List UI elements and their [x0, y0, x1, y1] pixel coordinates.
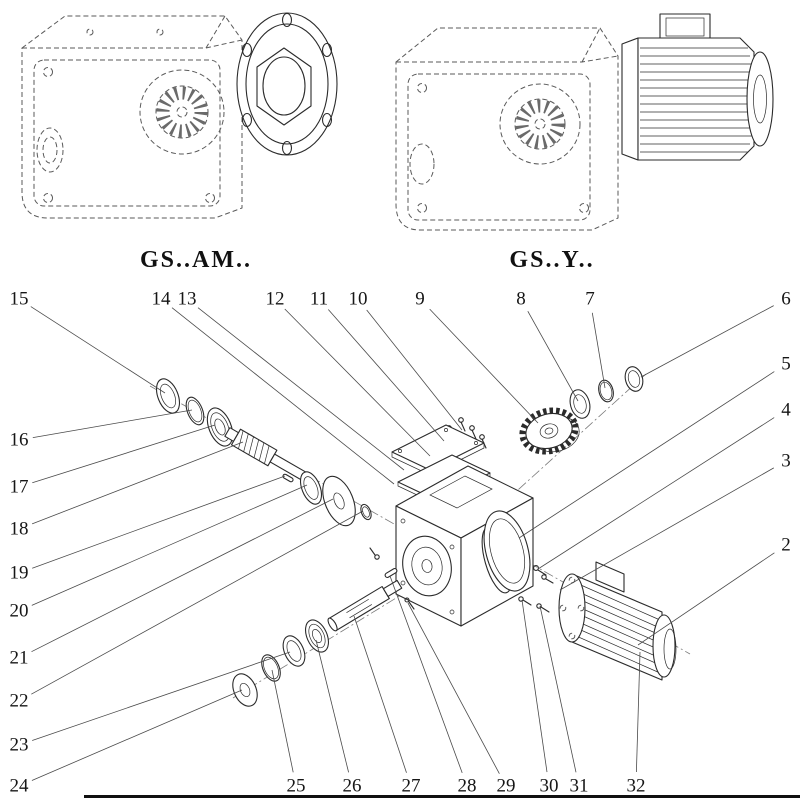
- leader-line-2: [637, 552, 775, 646]
- part-shim-disc: [322, 475, 356, 527]
- callout-16: 16: [9, 429, 29, 451]
- leader-line-12: [284, 308, 431, 457]
- callout-6: 6: [781, 288, 791, 310]
- callout-13: 13: [177, 288, 197, 310]
- callout-26: 26: [342, 775, 362, 797]
- callout-23: 23: [9, 734, 29, 756]
- illustration-gearbox-y: [395, 13, 774, 231]
- leader-line-10: [366, 309, 463, 431]
- part-worm-shaft: [224, 427, 307, 481]
- callout-21: 21: [9, 647, 29, 669]
- part-motor: [558, 561, 677, 681]
- callout-31: 31: [569, 775, 589, 797]
- illustration-gearbox-am: [21, 12, 338, 219]
- callout-27: 27: [401, 775, 421, 797]
- leader-line-15: [30, 306, 166, 394]
- part-output-shaft: [327, 579, 403, 632]
- leader-line-30: [521, 599, 548, 773]
- callout-20: 20: [9, 600, 29, 622]
- leader-line-14: [171, 307, 395, 485]
- callout-12: 12: [265, 288, 285, 310]
- part-spacer-ring: [624, 366, 644, 392]
- leader-line-18: [31, 441, 244, 525]
- part-washer-output: [232, 673, 258, 707]
- callout-10: 10: [348, 288, 368, 310]
- leader-line-13: [197, 307, 405, 471]
- leader-line-6: [640, 305, 774, 378]
- leader-line-23: [32, 651, 291, 741]
- part-key-output: [384, 568, 398, 578]
- callout-18: 18: [9, 518, 29, 540]
- leader-line-16: [32, 409, 193, 438]
- motor-fins: [573, 581, 661, 674]
- callout-30: 30: [539, 775, 559, 797]
- leader-line-25: [271, 669, 294, 773]
- callout-29: 29: [496, 775, 516, 797]
- part-oil-seal-output: [282, 635, 306, 667]
- part-circlip-output: [261, 654, 281, 682]
- output-flange: [236, 12, 338, 156]
- leader-line-17: [32, 424, 216, 484]
- spline-pattern: [515, 99, 565, 149]
- leader-line-4: [537, 417, 775, 570]
- callout-19: 19: [9, 562, 29, 584]
- leader-line-29: [407, 602, 500, 774]
- part-circlip-input: [185, 396, 205, 426]
- part-bearing-output: [304, 619, 330, 653]
- leader-line-24: [31, 689, 243, 781]
- leader-line-28: [389, 575, 463, 774]
- model-label-gs-y: GS..Y..: [509, 247, 595, 273]
- part-flange-bolts: [518, 565, 554, 613]
- leader-line-22: [31, 510, 364, 695]
- callout-24: 24: [9, 775, 29, 797]
- callout-11: 11: [309, 288, 329, 310]
- part-pin-small: [369, 547, 415, 610]
- leader-line-3: [559, 467, 774, 591]
- callout-32: 32: [626, 775, 646, 797]
- part-bearing-wheel: [569, 389, 591, 419]
- frame-bottom-line: [84, 795, 800, 798]
- callout-22: 22: [9, 690, 29, 712]
- callout-8: 8: [516, 288, 526, 310]
- callout-3: 3: [781, 450, 791, 472]
- leader-line-5: [518, 371, 775, 539]
- leader-line-31: [539, 605, 577, 773]
- callout-14: 14: [151, 288, 171, 310]
- part-oil-seal-input: [155, 378, 181, 414]
- callout-9: 9: [415, 288, 425, 310]
- motor-fins: [640, 47, 752, 153]
- part-o-ring-small: [360, 503, 372, 521]
- leader-line-9: [429, 308, 539, 424]
- leader-line-26: [315, 639, 349, 773]
- part-key-input: [282, 473, 294, 483]
- leader-line-8: [527, 311, 579, 402]
- callout-25: 25: [286, 775, 306, 797]
- part-circlip-wheel: [598, 379, 614, 403]
- leader-line-19: [32, 475, 286, 569]
- leader-line-7: [591, 312, 606, 389]
- callout-17: 17: [9, 476, 29, 498]
- callout-7: 7: [585, 288, 595, 310]
- leader-line-20: [31, 484, 308, 606]
- callout-2: 2: [781, 534, 791, 556]
- leader-line-32: [636, 651, 641, 773]
- leader-lines: [30, 305, 775, 781]
- callout-15: 15: [9, 288, 29, 310]
- leader-line-21: [31, 498, 334, 653]
- model-label-gs-am: GS..AM..: [140, 247, 252, 273]
- callout-28: 28: [457, 775, 477, 797]
- electric-motor: [621, 13, 774, 161]
- leader-line-11: [327, 309, 445, 442]
- callout-4: 4: [781, 399, 791, 421]
- callout-5: 5: [781, 353, 791, 375]
- part-adapter-flange: [483, 510, 531, 592]
- part-bearing-input-rear: [299, 471, 323, 505]
- leader-line-27: [353, 615, 407, 773]
- spline-pattern: [156, 86, 208, 138]
